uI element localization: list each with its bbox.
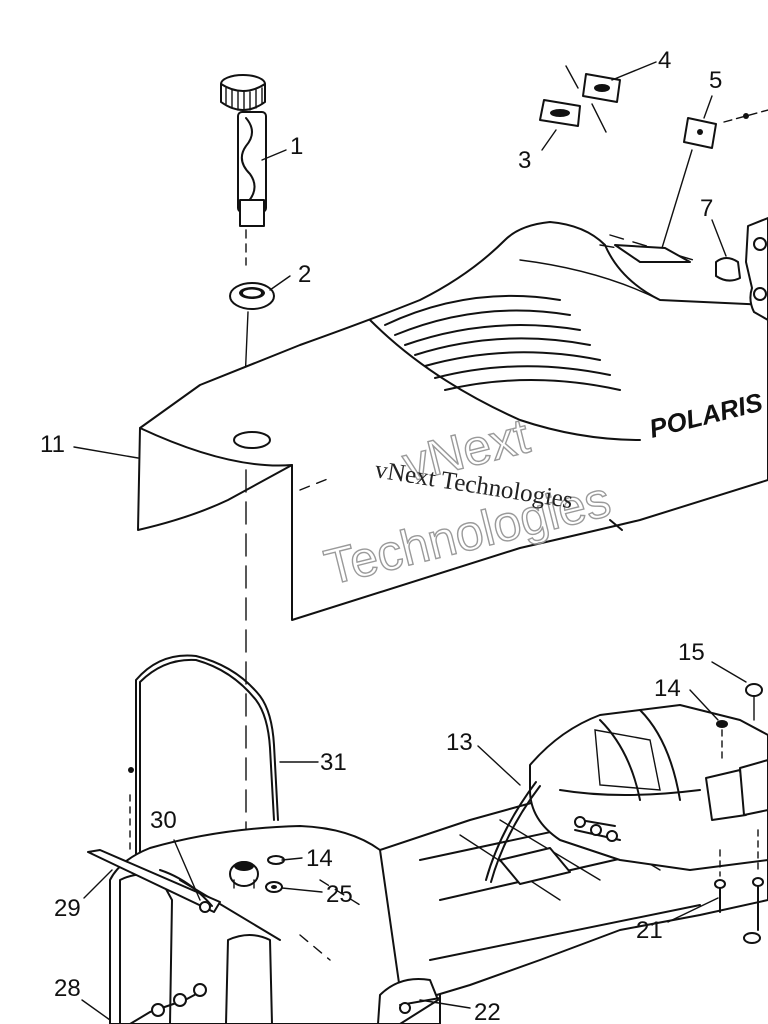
strap-part <box>128 654 279 861</box>
callout-1: 1 <box>290 133 303 160</box>
fuel-tank-part <box>87 825 441 1024</box>
fuel-cap-part <box>220 74 267 227</box>
callout-30: 30 <box>150 807 177 834</box>
callout-28: 28 <box>54 975 81 1002</box>
bracket-part-7 <box>715 217 768 321</box>
callout-4: 4 <box>658 47 671 74</box>
callout-3: 3 <box>518 147 531 174</box>
bolt-part-15 <box>745 683 763 721</box>
grommet-part <box>229 282 275 310</box>
callout-13: 13 <box>446 729 473 756</box>
callout-2: 2 <box>298 261 311 288</box>
callout-5: 5 <box>709 67 722 94</box>
callout-11: 11 <box>40 431 65 458</box>
fitting-part-22 <box>377 978 441 1024</box>
callout-25: 25 <box>326 881 353 908</box>
leader-lines <box>73 61 747 1021</box>
seat-part <box>137 221 768 621</box>
washer-part-25 <box>265 881 283 893</box>
clip-part-5 <box>683 117 717 149</box>
callout-labels: 1 2 3 4 5 7 11 13 14 14 15 21 22 25 28 2… <box>40 47 722 1024</box>
chassis-frame-part <box>379 704 768 1001</box>
bolt-part-21 <box>714 877 764 944</box>
callout-15: 15 <box>678 639 705 666</box>
clip-part-4 <box>582 73 621 103</box>
callout-31: 31 <box>320 749 347 776</box>
callout-7: 7 <box>700 195 713 222</box>
callout-22: 22 <box>474 999 501 1024</box>
fitting-part-28 <box>129 983 207 1024</box>
callout-29: 29 <box>54 895 81 922</box>
callout-21: 21 <box>636 917 663 944</box>
callout-14-lower: 14 <box>306 845 333 872</box>
callout-14-upper: 14 <box>654 675 681 702</box>
clip-part-3 <box>539 99 581 127</box>
nut-part-14 <box>716 720 728 761</box>
